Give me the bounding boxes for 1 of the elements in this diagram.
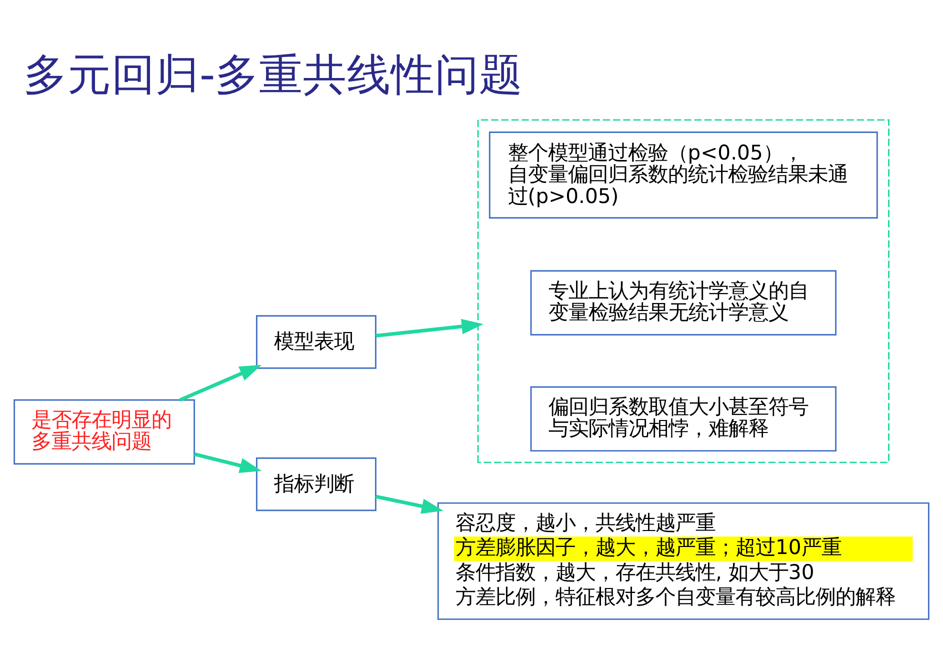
diagram-title: 多元回归-多重共线性问题 xyxy=(24,50,524,100)
